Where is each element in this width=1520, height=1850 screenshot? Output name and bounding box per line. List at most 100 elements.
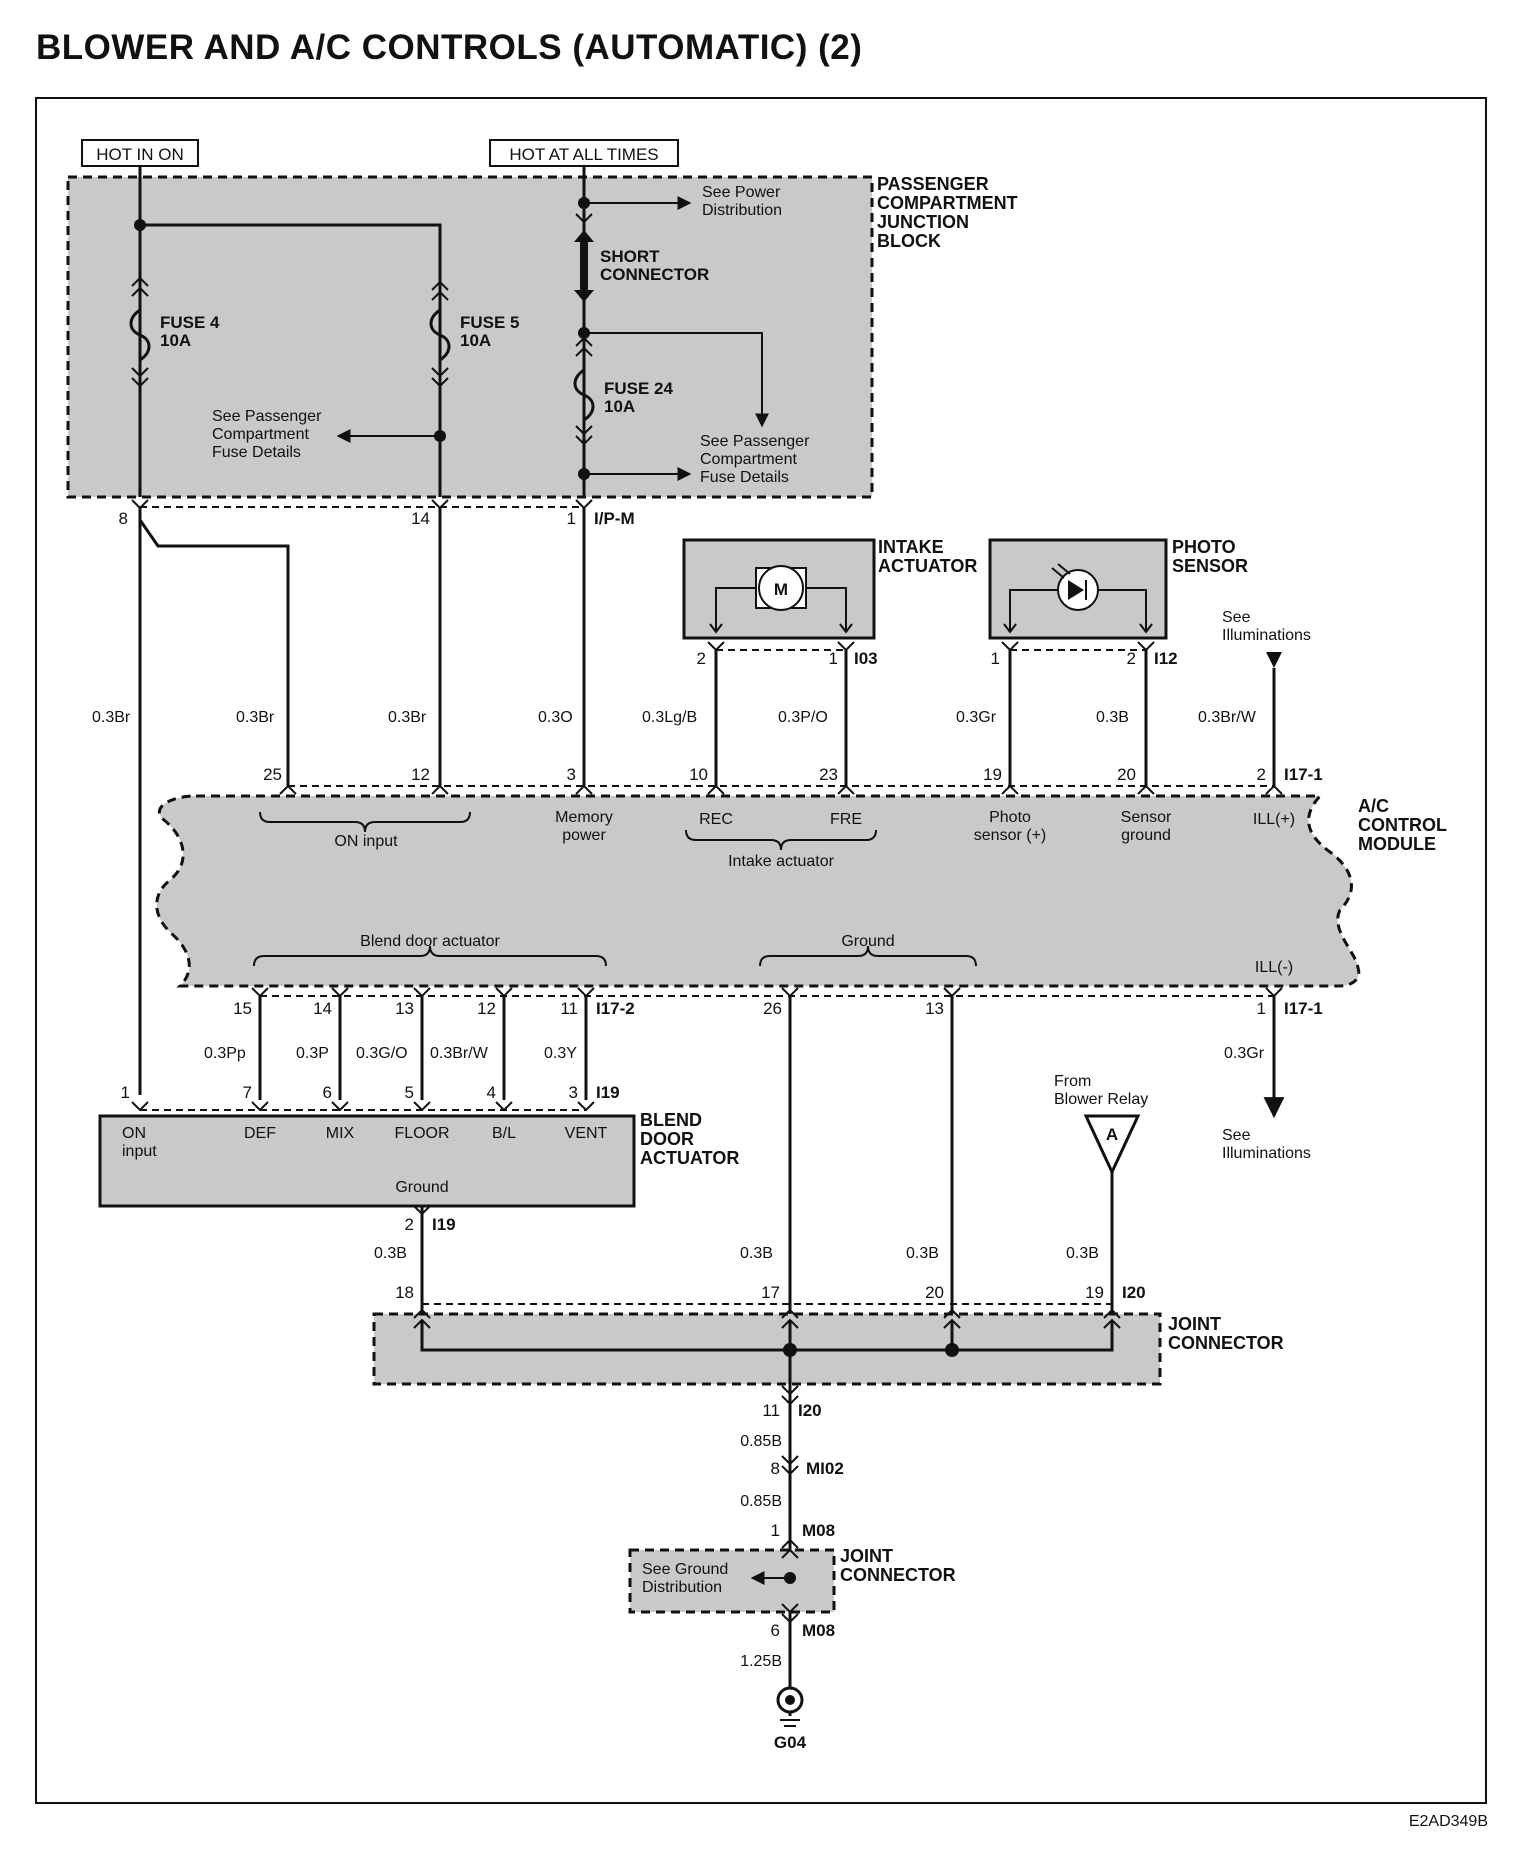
- wire-labels-top: 0.3Br 0.3Br 0.3Br 0.3O 0.3Lg/B 0.3P/O 0.…: [92, 709, 1257, 726]
- svg-text:0.3P/O: 0.3P/O: [778, 709, 828, 726]
- blend-door-pins: 1 7 6 5 4 3: [121, 1083, 578, 1102]
- svg-text:Fuse Details: Fuse Details: [212, 444, 301, 461]
- connector-m08-top: M08: [802, 1521, 835, 1540]
- brace-ground: [759, 945, 977, 967]
- svg-text:15: 15: [233, 999, 252, 1018]
- svg-text:19: 19: [983, 765, 1002, 784]
- svg-text:0.3B: 0.3B: [1066, 1245, 1099, 1262]
- svg-text:PASSENGER: PASSENGER: [877, 174, 989, 194]
- fuse24-label: FUSE 24: [604, 379, 674, 398]
- acm-photo-sensor-1: Photo: [989, 809, 1031, 826]
- svg-text:Compartment: Compartment: [700, 451, 797, 468]
- acm-sensor-ground-2: ground: [1121, 827, 1171, 844]
- pin-8: 8: [119, 509, 128, 528]
- figure-id: E2AD349B: [1409, 1813, 1488, 1830]
- hot-at-all-times-label: HOT AT ALL TIMES: [509, 145, 658, 164]
- fuse4-symbol: [129, 308, 151, 362]
- svg-text:FLOOR: FLOOR: [394, 1125, 449, 1142]
- svg-text:JOINT: JOINT: [1168, 1314, 1221, 1334]
- photo-sensor-name-1: PHOTO: [1172, 537, 1236, 557]
- svg-text:20: 20: [1117, 765, 1136, 784]
- svg-text:Fuse Details: Fuse Details: [700, 469, 789, 486]
- svg-text:0.3Br/W: 0.3Br/W: [430, 1045, 489, 1062]
- svg-text:20: 20: [925, 1283, 944, 1302]
- svg-text:0.3Br: 0.3Br: [388, 709, 427, 726]
- acm-ill-plus: ILL(+): [1253, 811, 1295, 828]
- svg-text:See Passenger: See Passenger: [212, 408, 322, 425]
- svg-text:0.3G/O: 0.3G/O: [356, 1045, 408, 1062]
- svg-text:VENT: VENT: [565, 1125, 608, 1142]
- blend-door-labels: ON input DEF MIX FLOOR B/L VENT Ground: [122, 1125, 608, 1196]
- junction-block-name: PASSENGER COMPARTMENT JUNCTION BLOCK: [877, 174, 1018, 251]
- joint-bus-1: [420, 1320, 1114, 1352]
- acm-fre: FRE: [830, 811, 862, 828]
- svg-text:CONNECTOR: CONNECTOR: [840, 1565, 956, 1585]
- connector-ip-m: I/P-M: [594, 509, 635, 528]
- intake-pin-1: 1: [829, 649, 838, 668]
- see-ground-2: Distribution: [642, 1579, 722, 1596]
- see-illum-bottom-1: See: [1222, 1127, 1251, 1144]
- ac-control-module: [155, 794, 1361, 988]
- motor-symbol: [758, 565, 804, 611]
- pin-1-m08: 1: [771, 1521, 780, 1540]
- acm-memory-power-1: Memory: [555, 809, 613, 826]
- svg-text:0.3Br: 0.3Br: [92, 709, 131, 726]
- acm-blend-door-actuator: Blend door actuator: [360, 933, 500, 950]
- wire-085b-1: 0.85B: [740, 1433, 782, 1450]
- wire-fuse5-feed: [140, 223, 442, 280]
- connector-i17-1-top: I17-1: [1284, 765, 1323, 784]
- photo-pin-2: 2: [1127, 649, 1136, 668]
- fuse4-label: FUSE 4: [160, 313, 220, 332]
- connector-a-label: A: [1106, 1125, 1118, 1144]
- short-connector-bar: [580, 236, 588, 296]
- svg-text:2: 2: [1257, 765, 1266, 784]
- diagram-frame: [35, 97, 1487, 1804]
- svg-text:17: 17: [761, 1283, 780, 1302]
- svg-text:13: 13: [395, 999, 414, 1018]
- connector-i17-2: I17-2: [596, 999, 635, 1018]
- svg-text:26: 26: [763, 999, 782, 1018]
- arrow-see-fuse-right-top: [584, 332, 769, 428]
- svg-text:0.3Br: 0.3Br: [236, 709, 275, 726]
- svg-text:19: 19: [1085, 1283, 1104, 1302]
- blend-door-actuator-box: [98, 1114, 636, 1208]
- arrow-illum-top: [1266, 652, 1282, 668]
- svg-text:B/L: B/L: [492, 1125, 516, 1142]
- joint-connector-2-name: JOINT CONNECTOR: [840, 1546, 956, 1585]
- svg-text:11: 11: [560, 999, 578, 1018]
- acm-photo-sensor-2: sensor (+): [974, 827, 1046, 844]
- svg-text:0.3Pp: 0.3Pp: [204, 1045, 246, 1062]
- svg-text:0.3Lg/B: 0.3Lg/B: [642, 709, 697, 726]
- joint-connector-1-name: JOINT CONNECTOR: [1168, 1314, 1284, 1353]
- joint-connector-1-pins: 18 17 20 19: [395, 1283, 1104, 1302]
- see-illum-top-2: Illuminations: [1222, 627, 1311, 644]
- svg-text:Ground: Ground: [395, 1179, 448, 1196]
- wire-085b-2: 0.85B: [740, 1493, 782, 1510]
- intake-pin-2: 2: [697, 649, 706, 668]
- svg-text:12: 12: [477, 999, 496, 1018]
- svg-text:0.3B: 0.3B: [740, 1245, 773, 1262]
- svg-text:10: 10: [689, 765, 708, 784]
- brace-intake: [685, 829, 877, 851]
- from-blower-2: Blower Relay: [1054, 1091, 1148, 1108]
- svg-text:0.3P: 0.3P: [296, 1045, 329, 1062]
- svg-text:0.3B: 0.3B: [1096, 709, 1129, 726]
- intake-actuator-name-1: INTAKE: [878, 537, 944, 557]
- pin-8-mi02: 8: [771, 1459, 780, 1478]
- pin-14: 14: [411, 509, 430, 528]
- acm-rec: REC: [699, 811, 733, 828]
- acm-top-pins: 25 12 3 10 23 19 20 2: [263, 765, 1266, 784]
- svg-text:input: input: [122, 1143, 157, 1160]
- acm-memory-power-2: power: [562, 827, 606, 844]
- acm-ill-minus: ILL(-): [1255, 959, 1293, 976]
- wire-labels-mid: 0.3Pp 0.3P 0.3G/O 0.3Br/W 0.3Y 0.3Gr: [204, 1045, 1265, 1062]
- acm-intake-actuator: Intake actuator: [728, 853, 835, 870]
- svg-text:DEF: DEF: [244, 1125, 276, 1142]
- svg-text:1: 1: [1257, 999, 1266, 1018]
- svg-text:13: 13: [925, 999, 944, 1018]
- from-blower-1: From: [1054, 1073, 1091, 1090]
- connector-i12: I12: [1154, 649, 1178, 668]
- acm-ground: Ground: [841, 933, 894, 950]
- svg-text:ON: ON: [122, 1125, 146, 1142]
- blend-ground-pin: 2: [405, 1215, 414, 1234]
